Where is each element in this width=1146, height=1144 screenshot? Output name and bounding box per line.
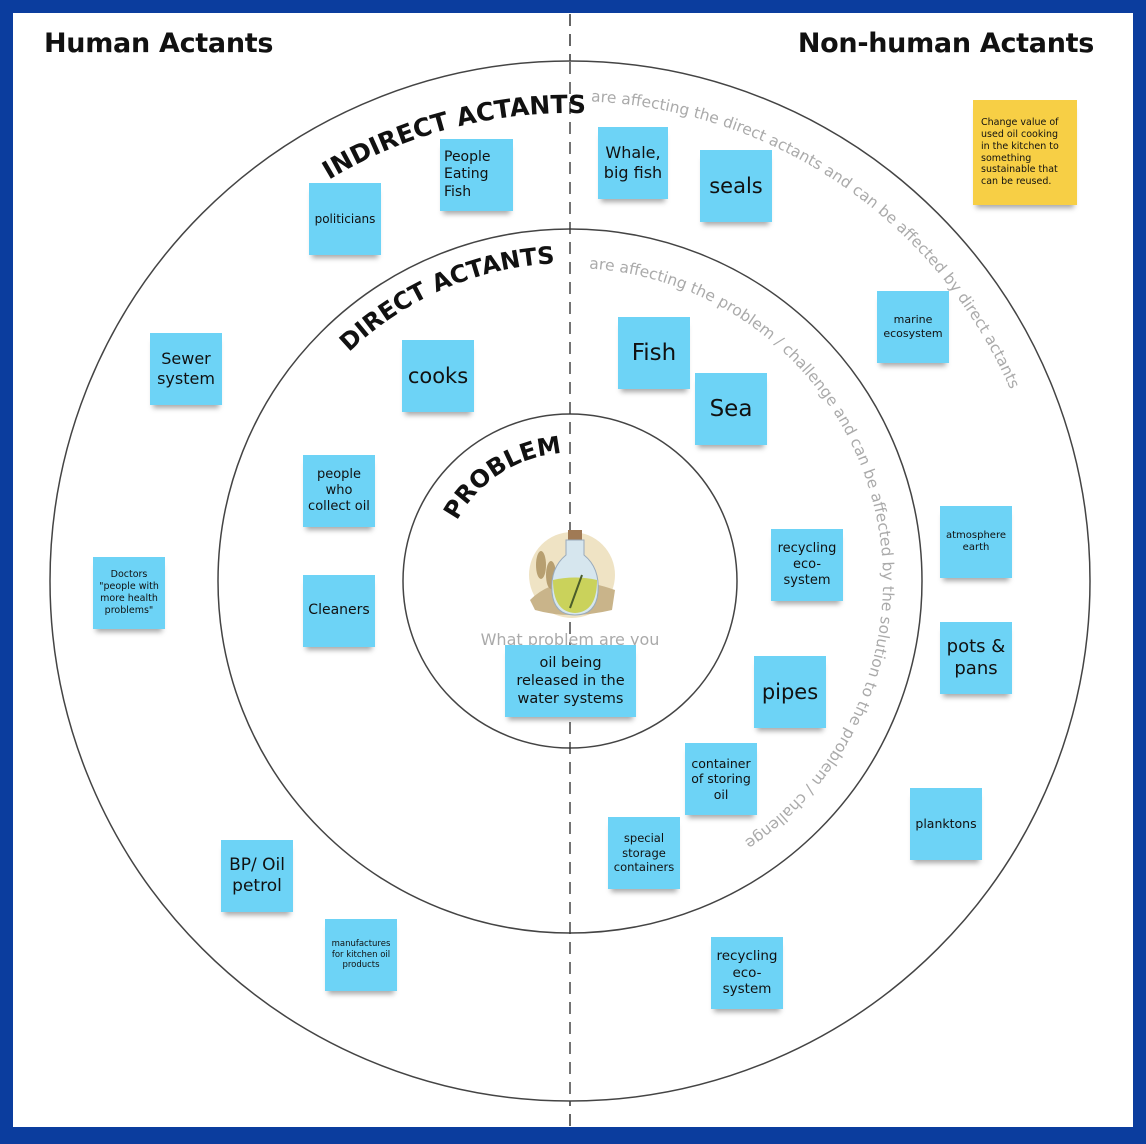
sticky-note[interactable]: people who collect oil (303, 455, 375, 527)
sticky-note[interactable]: politicians (309, 183, 381, 255)
header-non-human-actants: Non-human Actants (797, 28, 1094, 59)
sticky-note[interactable]: Sea (695, 373, 767, 445)
sticky-note[interactable]: pipes (754, 656, 826, 728)
sticky-note[interactable]: recycling eco-system (771, 529, 843, 601)
sticky-note[interactable]: Cleaners (303, 575, 375, 647)
sticky-note[interactable]: pots & pans (940, 622, 1012, 694)
sticky-note[interactable]: atmosphere earth (940, 506, 1012, 578)
sticky-note-yellow[interactable]: Change value of used oil cooking in the … (973, 100, 1077, 205)
sticky-note[interactable]: seals (700, 150, 772, 222)
sticky-note[interactable]: planktons (910, 788, 982, 860)
sticky-note[interactable]: recycling eco-system (711, 937, 783, 1009)
sticky-note[interactable]: cooks (402, 340, 474, 412)
sticky-note[interactable]: special storage containers (608, 817, 680, 889)
sticky-note[interactable]: Whale, big fish (598, 127, 668, 199)
sticky-note[interactable]: People Eating Fish (440, 139, 513, 211)
sticky-note[interactable]: Sewer system (150, 333, 222, 405)
sticky-note[interactable]: Doctors "people with more health problem… (93, 557, 165, 629)
sticky-note[interactable]: manufactures for kitchen oil products (325, 919, 397, 991)
header-human-actants: Human Actants (44, 28, 274, 59)
sticky-note[interactable]: BP/ Oil petrol (221, 840, 293, 912)
sticky-note-problem[interactable]: oil being released in the water systems (505, 645, 636, 717)
sticky-note[interactable]: container of storing oil (685, 743, 757, 815)
problem-prompt: What problem are you (480, 630, 660, 649)
oil-bottle-icon (529, 530, 615, 618)
sticky-note[interactable]: Fish (618, 317, 690, 389)
sticky-note[interactable]: marine ecosystem (877, 291, 949, 363)
